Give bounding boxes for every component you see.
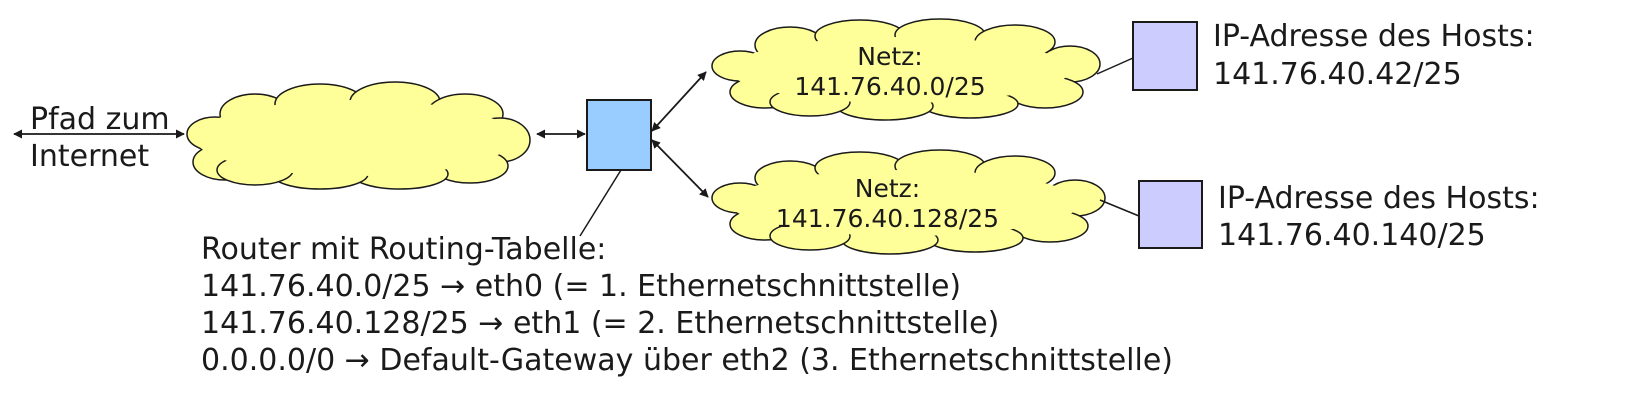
host-2-address: 141.76.40.140/25 <box>1218 218 1486 253</box>
host-box-2 <box>1138 180 1203 249</box>
router-net2-arrow <box>651 139 709 198</box>
network-cloud-2 <box>711 149 1106 255</box>
router-title: Router mit Routing-Tabelle: <box>201 232 607 267</box>
internet-path-label-line2: Internet <box>30 139 150 174</box>
route-entry: 0.0.0.0/0 → Default-Gateway über eth2 (3… <box>201 343 1173 378</box>
router-callout-line <box>579 169 622 237</box>
route-entry: 141.76.40.128/25 → eth1 (= 2. Ethernetsc… <box>201 306 1000 341</box>
network-1-address: 141.76.40.0/25 <box>794 72 986 101</box>
network-2-label: Netz: <box>854 174 921 203</box>
router-box <box>586 99 652 171</box>
network-cloud-1 <box>711 18 1101 121</box>
network-1-label: Netz: <box>857 42 923 71</box>
host-box-1 <box>1132 21 1198 91</box>
net2-host2-line <box>1099 199 1140 217</box>
host-2-label: IP-Adresse des Hosts: <box>1218 181 1540 216</box>
net1-host1-line <box>1096 57 1134 75</box>
host-1-address: 141.76.40.42/25 <box>1213 57 1462 92</box>
route-entry: 141.76.40.0/25 → eth0 (= 1. Ethernetschn… <box>201 269 962 304</box>
internet-path-label-line1: Pfad zum <box>30 102 170 137</box>
network-2-address: 141.76.40.128/25 <box>775 204 1000 233</box>
router-net1-arrow <box>651 71 707 132</box>
internet-cloud <box>186 81 531 190</box>
host-1-label: IP-Adresse des Hosts: <box>1213 19 1535 54</box>
